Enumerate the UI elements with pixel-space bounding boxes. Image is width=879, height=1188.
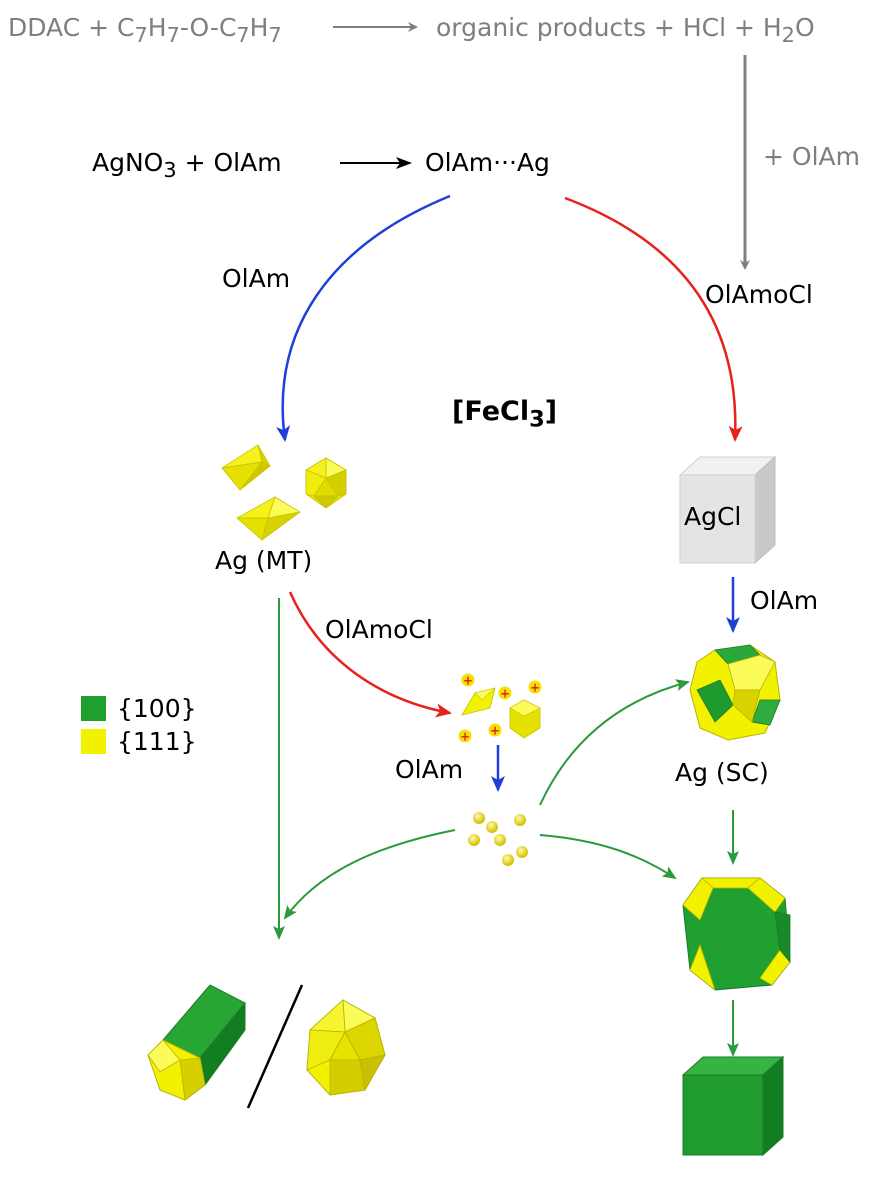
ag-nuclei xyxy=(468,812,528,866)
agcl-label: AgCl xyxy=(684,502,742,531)
agcl-step-label: OlAm xyxy=(750,586,819,615)
green-cube xyxy=(681,1055,785,1157)
etch-arc xyxy=(288,591,452,718)
ag-mt-crystals xyxy=(221,444,347,542)
catalyst-label: [FeCl3] xyxy=(452,396,558,433)
plus-olam-label: + OlAm xyxy=(763,142,860,171)
nuclei-label: OlAm xyxy=(395,755,464,784)
precursor-label: AgNO3 + OlAm xyxy=(92,148,282,182)
legend-swatch-100 xyxy=(81,696,106,721)
top-products: organic products + HCl + H2O xyxy=(436,13,815,47)
truncated-cube xyxy=(682,877,791,992)
olam-reduction-arc xyxy=(276,194,451,442)
pentagonal-rod xyxy=(147,984,246,1101)
svg-text:+: + xyxy=(463,674,473,688)
svg-text:+: + xyxy=(460,730,470,744)
top-reactants: DDAC + C7H7-O-C7H7 xyxy=(8,13,282,47)
right-arc-label: OlAmoCl xyxy=(705,280,813,309)
nuclei-to-rod-arc xyxy=(283,829,456,920)
icosahedron xyxy=(306,999,386,1096)
etched-particles xyxy=(461,687,541,739)
etch-label: OlAmoCl xyxy=(325,615,433,644)
legend-label-111: {111} xyxy=(117,727,197,756)
svg-text:+: + xyxy=(500,687,510,701)
svg-text:+: + xyxy=(490,724,500,738)
svg-text:+: + xyxy=(530,681,540,695)
ag-mt-label: Ag (MT) xyxy=(215,546,313,575)
nuclei-to-sc-arc xyxy=(539,679,690,806)
ag-sc-crystal xyxy=(689,644,781,741)
ag-sc-label: Ag (SC) xyxy=(675,758,769,787)
left-arc-label: OlAm xyxy=(222,264,291,293)
olamocl-arc xyxy=(564,196,743,442)
agcl-cube xyxy=(678,455,777,565)
separator-slash xyxy=(246,984,304,1109)
legend-swatch-111 xyxy=(81,729,106,754)
chloride-ions: + + + + + xyxy=(458,673,542,744)
nuclei-to-truncated-arc xyxy=(539,834,677,880)
legend-label-100: {100} xyxy=(117,694,197,723)
complex-label: OlAm···Ag xyxy=(425,148,550,177)
